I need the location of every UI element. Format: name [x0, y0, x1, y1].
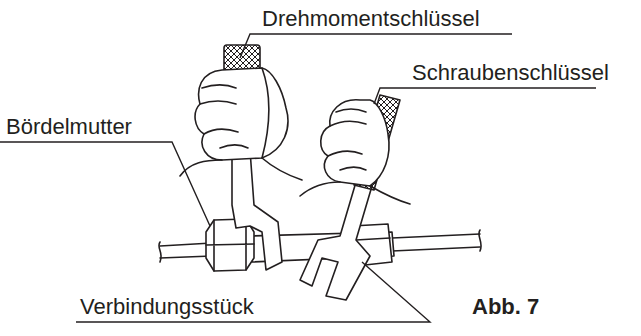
spanner [300, 182, 372, 300]
leader-line [374, 88, 596, 104]
pipe-break [479, 230, 481, 251]
leader-line [76, 262, 430, 322]
pipe [160, 243, 212, 258]
part-label: Verbindungsstück [80, 294, 254, 320]
hand [321, 100, 389, 186]
pipe-break [159, 242, 161, 262]
part-label: Schraubenschlüssel [412, 60, 609, 86]
leader-line [240, 34, 512, 58]
hand [195, 68, 288, 160]
pipe [392, 234, 480, 251]
part-label: Bördelmutter [6, 114, 132, 140]
leader-line [0, 142, 210, 226]
figure-number: Abb. 7 [472, 294, 539, 320]
part-label: Drehmomentschlüssel [262, 6, 480, 32]
